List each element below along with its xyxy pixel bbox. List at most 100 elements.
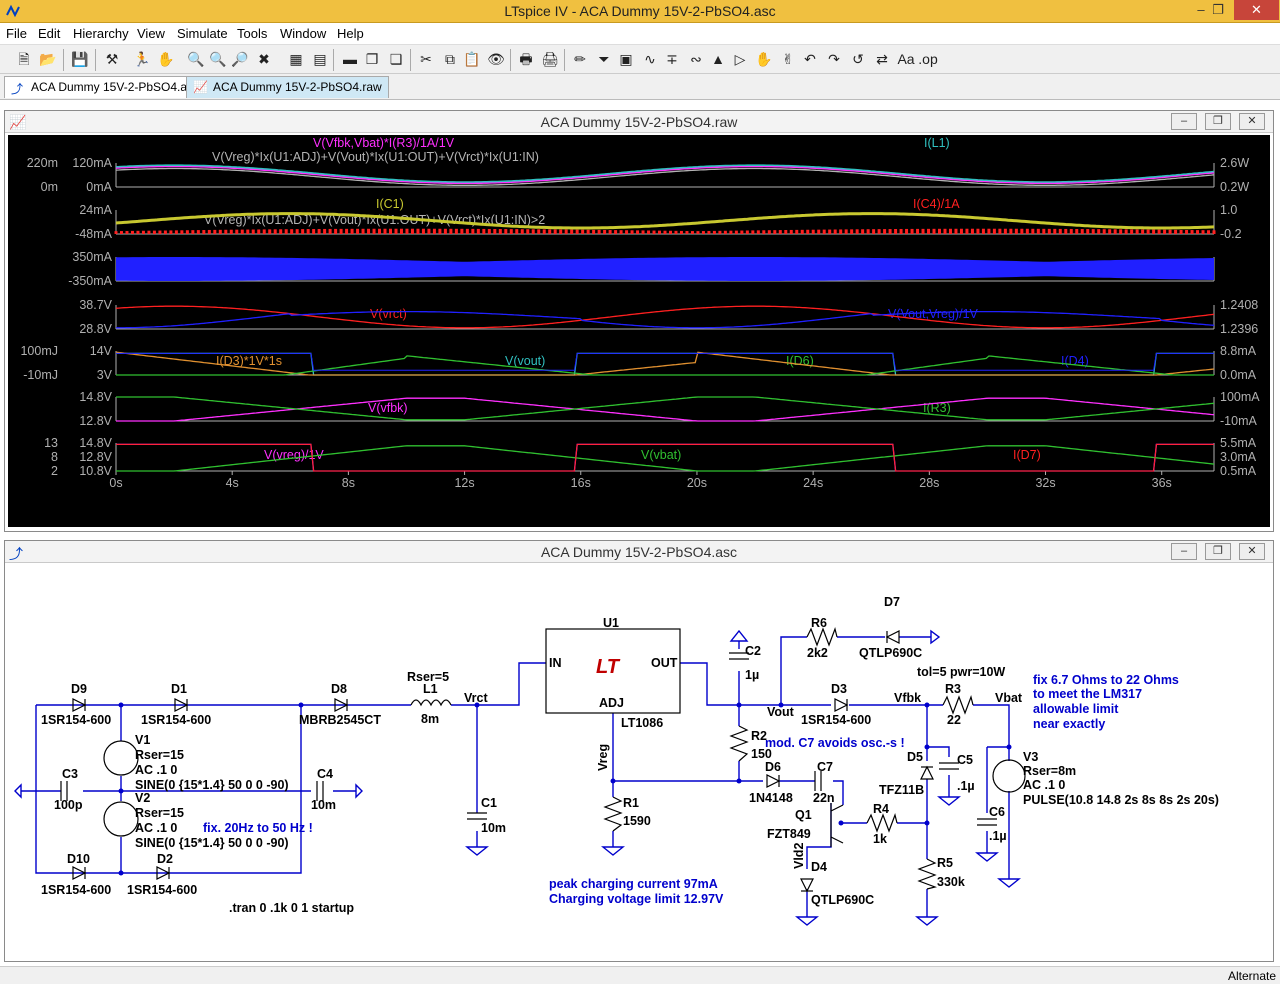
pane-0-left-tick: 220m [27, 156, 58, 170]
label-v1-rser: Rser=15 [135, 748, 184, 762]
menu-help[interactable]: Help [337, 26, 364, 41]
paste-icon[interactable]: 📋 [463, 51, 481, 67]
waveform-restore-icon[interactable]: ❐ [1205, 113, 1231, 130]
rotate-icon[interactable]: ↺ [852, 51, 864, 67]
print-icon[interactable]: 🖨 [541, 51, 559, 67]
label-r2-value: 150 [751, 747, 772, 761]
waveform-plot[interactable]: 220m0m120mA0mA2.6W0.2W24mA-48mA1.0-0.235… [8, 135, 1270, 527]
ground-icon[interactable]: ⏷ [598, 51, 610, 67]
label-r3: R3 [945, 682, 961, 696]
menu-simulate[interactable]: Simulate [177, 26, 228, 41]
label-v3-rser: Rser=8m [1023, 764, 1076, 778]
trace-id6 [116, 355, 1214, 376]
new-schematic-icon[interactable]: 🗎 [18, 51, 30, 67]
resistor-icon[interactable]: ∿ [644, 51, 656, 67]
cut-icon[interactable]: ✂ [420, 51, 432, 67]
mirror-icon[interactable]: ⇄ [876, 51, 888, 67]
tile-horizontal-icon[interactable]: ▬ [343, 51, 357, 67]
copy-icon[interactable]: ⧉ [445, 51, 455, 67]
undo-icon[interactable]: ↶ [804, 51, 816, 67]
pane-0-left2-tick: 120mA [72, 156, 112, 170]
print-setup-icon[interactable]: 🖶 [519, 51, 533, 67]
schematic-restore-icon[interactable]: ❐ [1205, 543, 1231, 560]
save-icon[interactable]: 💾 [71, 51, 89, 67]
cascade-icon[interactable]: ▤ [313, 51, 327, 67]
menu-window[interactable]: Window [280, 26, 327, 41]
status-bar: Alternate [0, 966, 1280, 984]
schematic-canvas[interactable]: LT D9 1SR154-600 D1 1SR154-600 D8 MBRB25… [8, 565, 1270, 959]
label-net-icon[interactable]: ▣ [619, 51, 633, 67]
component-icon[interactable]: ▷ [734, 51, 746, 67]
waveform-window-title: ACA Dummy 15V-2-PbSO4.raw [540, 114, 738, 130]
schematic-labels: D9 1SR154-600 D1 1SR154-600 D8 MBRB2545C… [41, 595, 1219, 915]
pane-5-left-tick: 12.8V [79, 414, 112, 428]
pane-1-right-tick: 1.0 [1220, 203, 1237, 217]
diode-icon[interactable]: ▲ [711, 51, 725, 67]
label-c5: C5 [957, 753, 973, 767]
trace-ic1 [115, 212, 1215, 230]
pan-icon[interactable]: ✋ [157, 51, 175, 67]
restore-icon[interactable]: ❐ [1212, 2, 1224, 17]
trace-vvbat [116, 445, 1215, 472]
redo-icon[interactable]: ↷ [828, 51, 840, 67]
pane-5-left-tick: 14.8V [79, 390, 112, 404]
menu-view[interactable]: View [137, 26, 165, 41]
label-r5: R5 [937, 856, 953, 870]
close-icon[interactable]: ✕ [1234, 0, 1279, 20]
pane-6-right-tick: 3.0mA [1220, 450, 1257, 464]
run-icon[interactable]: 🏃 [133, 51, 151, 67]
tab-schematic[interactable]: ⤴ ACA Dummy 15V-2-PbSO4.asc [4, 76, 207, 98]
window-cascade-icon[interactable]: ❏ [389, 51, 403, 67]
label-d4: D4 [811, 860, 827, 874]
menu-edit[interactable]: Edit [38, 26, 61, 41]
menu-tools[interactable]: Tools [237, 26, 268, 41]
zoom-out-icon[interactable]: 🔎 [231, 51, 249, 67]
open-icon[interactable]: 📂 [39, 51, 57, 67]
waveform-minimize-icon[interactable]: – [1171, 113, 1197, 130]
label-v1-sine: SINE(0 {15*1.4} 50 0 0 -90) [135, 778, 289, 792]
trace-title-6-0: V(vreg)/1V [264, 448, 324, 462]
find-icon[interactable]: 👁 [487, 51, 505, 67]
label-d9-value: 1SR154-600 [41, 713, 111, 727]
spice-directive-icon[interactable]: .op [918, 51, 938, 67]
label-c2-value: 1µ [745, 668, 759, 682]
autorange-icon[interactable]: ▦ [289, 51, 303, 67]
trace-u1-power [115, 167, 1215, 186]
label-v1: V1 [135, 733, 150, 747]
schematic-window: ⤴ ACA Dummy 15V-2-PbSO4.asc – ❐ ✕ [4, 540, 1274, 962]
menu-hierarchy[interactable]: Hierarchy [73, 26, 129, 41]
tile-vertical-icon[interactable]: ❐ [365, 51, 379, 67]
tab-waveform[interactable]: 📈 ACA Dummy 15V-2-PbSO4.raw [186, 76, 389, 98]
label-v2-sine: SINE(0 {15*1.4} 50 0 0 -90) [135, 836, 289, 850]
drag-icon[interactable]: ✌ [782, 51, 794, 67]
schematic-minimize-icon[interactable]: – [1171, 543, 1197, 560]
text-icon[interactable]: Aa [897, 51, 915, 67]
schematic-wires [21, 636, 1010, 917]
schematic-junctions [118, 702, 1012, 876]
control-panel-icon[interactable]: ⚒ [105, 51, 119, 67]
label-c4: C4 [317, 767, 333, 781]
minimize-icon[interactable]: – [1197, 2, 1205, 17]
schematic-symbols [60, 626, 1026, 893]
menu-file[interactable]: File [6, 26, 27, 41]
schematic-close-icon[interactable]: ✕ [1239, 543, 1265, 560]
note-fix-4: near exactly [1033, 717, 1105, 731]
label-r3-value: 22 [947, 713, 961, 727]
move-icon[interactable]: ✋ [755, 51, 773, 67]
capacitor-icon[interactable]: ∓ [666, 51, 678, 67]
draw-wire-icon[interactable]: ✏ [574, 51, 586, 67]
title-bar: LTspice IV - ACA Dummy 15V-2-PbSO4.asc –… [0, 0, 1280, 23]
x-tick-label: 24s [803, 476, 823, 490]
x-tick-label: 12s [454, 476, 474, 490]
pane-0-right-tick: 0.2W [1220, 180, 1249, 194]
label-v1-ac: AC .1 0 [135, 763, 177, 777]
trace-il1 [115, 164, 1215, 184]
pane-3-right-tick: 1.2396 [1220, 322, 1258, 336]
label-c6: C6 [989, 805, 1005, 819]
waveform-close-icon[interactable]: ✕ [1239, 113, 1265, 130]
zoom-in-icon[interactable]: 🔍 [187, 51, 205, 67]
zoom-pan-icon[interactable]: 🔍 [209, 51, 227, 67]
inductor-icon[interactable]: ∾ [690, 51, 702, 67]
zoom-fit-icon[interactable]: ✖ [258, 51, 270, 67]
label-u1-value: LT1086 [621, 716, 663, 730]
